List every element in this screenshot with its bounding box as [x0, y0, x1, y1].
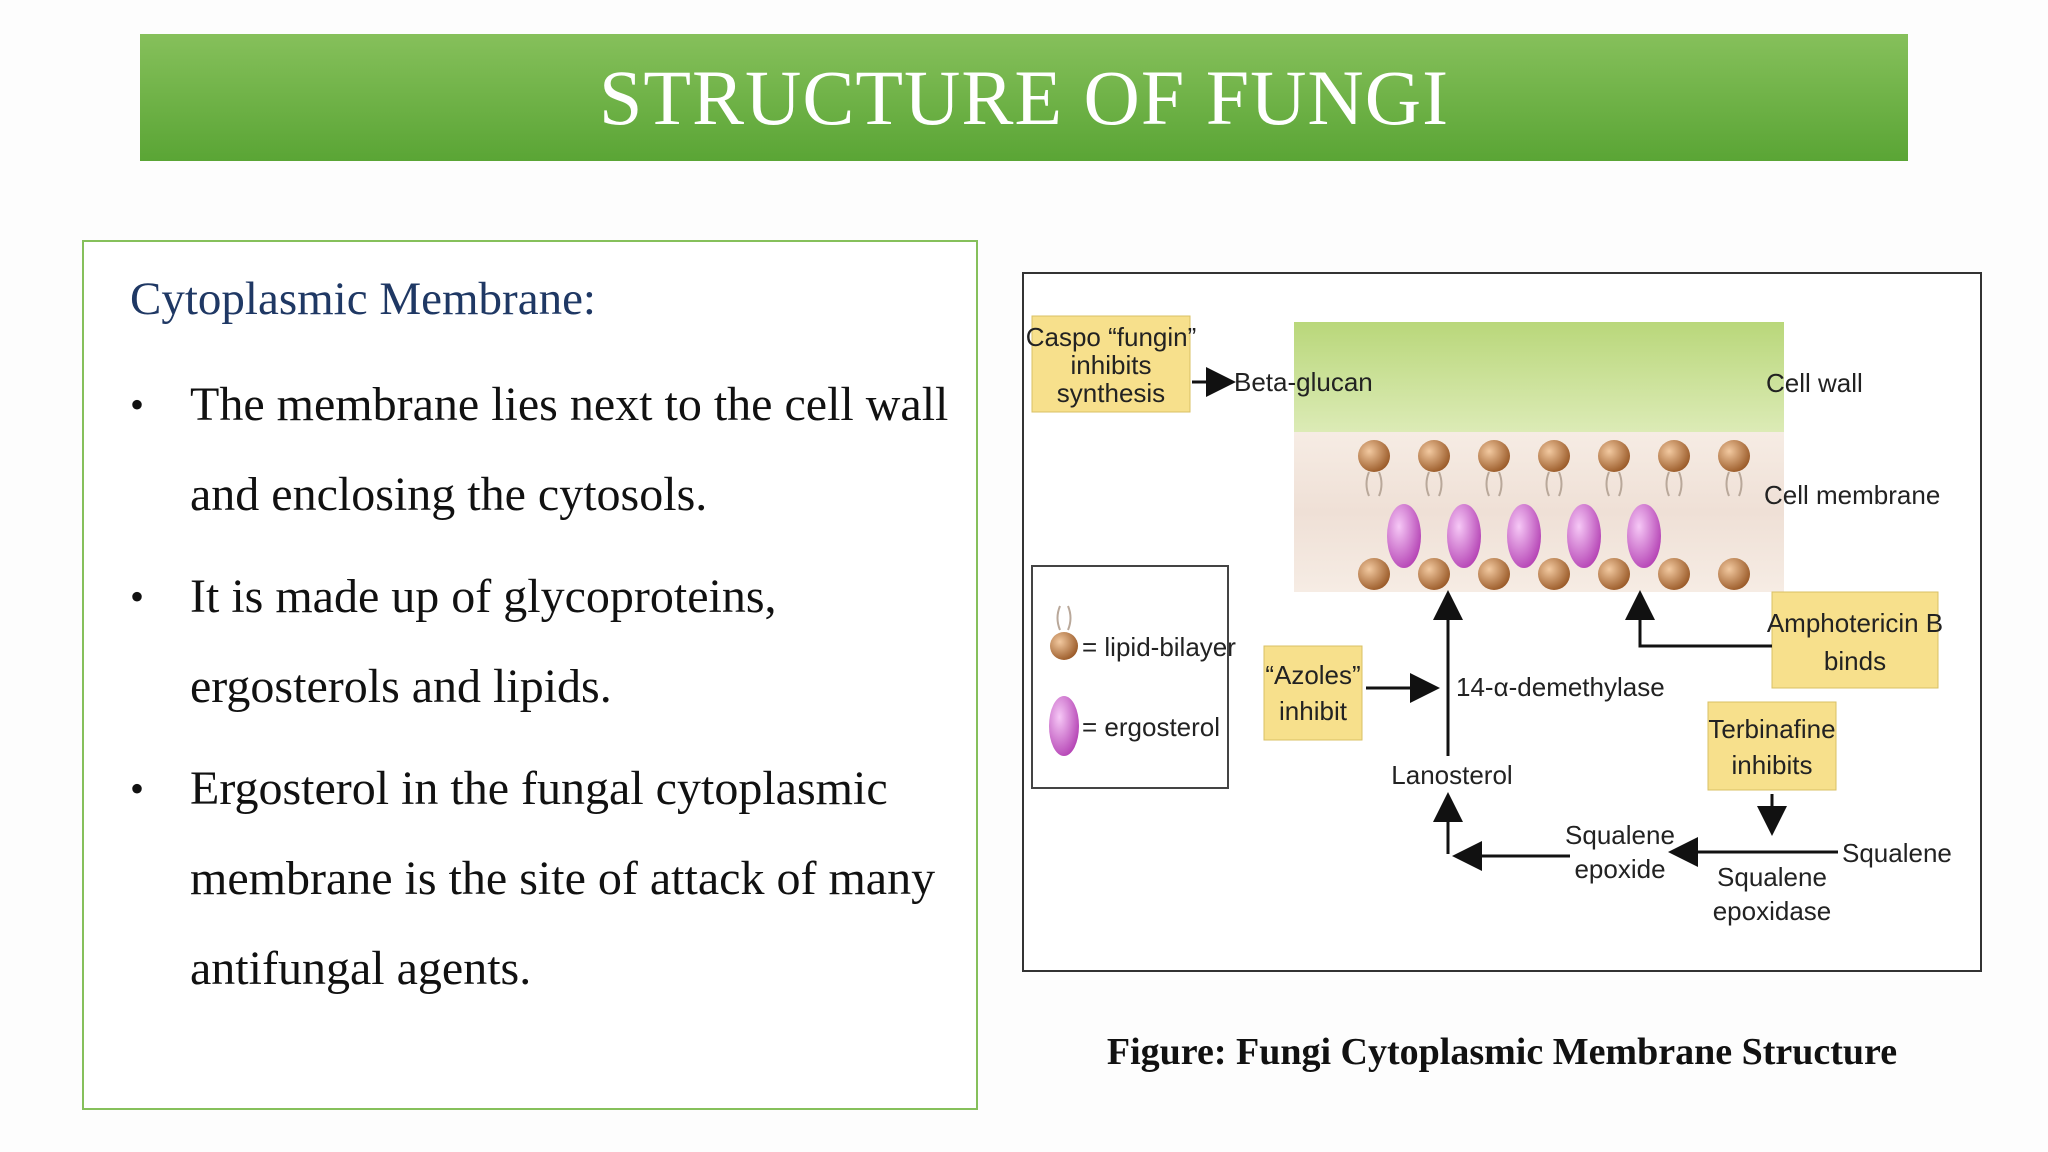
lipid-head: [1718, 558, 1750, 590]
lower-lipid-row: [1358, 558, 1750, 590]
lipid-head: [1358, 558, 1390, 590]
caspofungin-label-3: synthesis: [1057, 378, 1165, 408]
ergosterol: [1627, 504, 1661, 568]
cell-membrane-label: Cell membrane: [1764, 480, 1940, 510]
ergosterol: [1567, 504, 1601, 568]
bullet-item: • The membrane lies next to the cell wall…: [130, 360, 960, 540]
azoles-box: [1263, 645, 1363, 741]
squalene-epoxidase-label-1: Squalene: [1717, 862, 1827, 892]
membrane-diagram: Caspo “fungin” inhibits synthesis Beta-g…: [1026, 315, 1952, 926]
azoles-label-1: “Azoles”: [1265, 660, 1360, 690]
squalene-epoxide-label-2: epoxide: [1574, 854, 1665, 884]
lipid-head: [1598, 440, 1630, 472]
legend-ergosterol-icon: [1049, 696, 1079, 756]
bullet-item: • Ergosterol in the fungal cytoplasmic me…: [130, 744, 960, 1014]
cell-wall-band: [1294, 322, 1784, 432]
terbinafine-box: [1707, 701, 1837, 791]
title-banner: STRUCTURE OF FUNGI: [140, 34, 1908, 161]
caspofungin-box: [1031, 315, 1191, 413]
bullet-icon: •: [130, 574, 145, 619]
lipid-head: [1658, 440, 1690, 472]
lipid-head: [1478, 440, 1510, 472]
text-panel: Cytoplasmic Membrane: • The membrane lies…: [82, 240, 978, 1110]
ergosterol-row: [1387, 504, 1661, 568]
azoles-label-2: inhibit: [1279, 696, 1348, 726]
lipid-head: [1418, 558, 1450, 590]
amphotericin-label-1: Amphotericin B: [1767, 608, 1943, 638]
legend-lipid-icon: [1050, 632, 1078, 660]
demethylase-label: 14-α-demethylase: [1456, 672, 1665, 702]
lipid-tails: [1365, 471, 1743, 497]
lipid-head: [1658, 558, 1690, 590]
ergosterol: [1447, 504, 1481, 568]
cell-wall-label: Cell wall: [1766, 368, 1863, 398]
lipid-head: [1538, 440, 1570, 472]
lipid-head: [1718, 440, 1750, 472]
legend-lipid-tails: [1056, 605, 1072, 631]
caspofungin-label-2: inhibits: [1071, 350, 1152, 380]
figure-caption: Figure: Fungi Cytoplasmic Membrane Struc…: [1106, 1031, 1898, 1073]
terbinafine-label-1: Terbinafine: [1708, 714, 1835, 744]
bullet-text: It is made up of glycoproteins, ergoster…: [190, 570, 777, 713]
squalene-label: Squalene: [1842, 838, 1952, 868]
slide-title: STRUCTURE OF FUNGI: [598, 53, 1450, 141]
amphotericin-label-2: binds: [1824, 646, 1886, 676]
amphotericin-box: [1771, 591, 1939, 689]
bullet-icon: •: [130, 766, 145, 811]
bullet-text: Ergosterol in the fungal cytoplasmic mem…: [190, 762, 936, 995]
lipid-head: [1598, 558, 1630, 590]
ergosterol: [1507, 504, 1541, 568]
amphotericin-arrow: [1625, 590, 1772, 648]
squalene-epoxide-label-1: Squalene: [1565, 820, 1675, 850]
lipid-head: [1538, 558, 1570, 590]
lipid-head: [1358, 440, 1390, 472]
terbinafine-label-2: inhibits: [1732, 750, 1813, 780]
bullet-item: • It is made up of glycoproteins, ergoste…: [130, 552, 960, 732]
squalene-epoxidase-label-2: epoxidase: [1713, 896, 1832, 926]
bullet-text: The membrane lies next to the cell wall …: [190, 378, 949, 521]
lanosterol-label: Lanosterol: [1391, 760, 1512, 790]
beta-glucan-label: Beta-glucan: [1234, 367, 1373, 397]
upper-lipid-row: [1358, 440, 1750, 497]
caspofungin-label-1: Caspo “fungin”: [1026, 322, 1197, 352]
panel-heading: Cytoplasmic Membrane:: [130, 273, 596, 325]
bullet-icon: •: [130, 382, 145, 427]
legend-ergosterol-label: = ergosterol: [1082, 712, 1220, 742]
membrane-figure: Caspo “fungin” inhibits synthesis Beta-g…: [1022, 272, 1982, 972]
lipid-head: [1478, 558, 1510, 590]
ergosterol: [1387, 504, 1421, 568]
legend-lipid-label: = lipid-bilayer: [1082, 632, 1236, 662]
lipid-head: [1418, 440, 1450, 472]
bullet-list: • The membrane lies next to the cell wall…: [130, 360, 960, 1026]
